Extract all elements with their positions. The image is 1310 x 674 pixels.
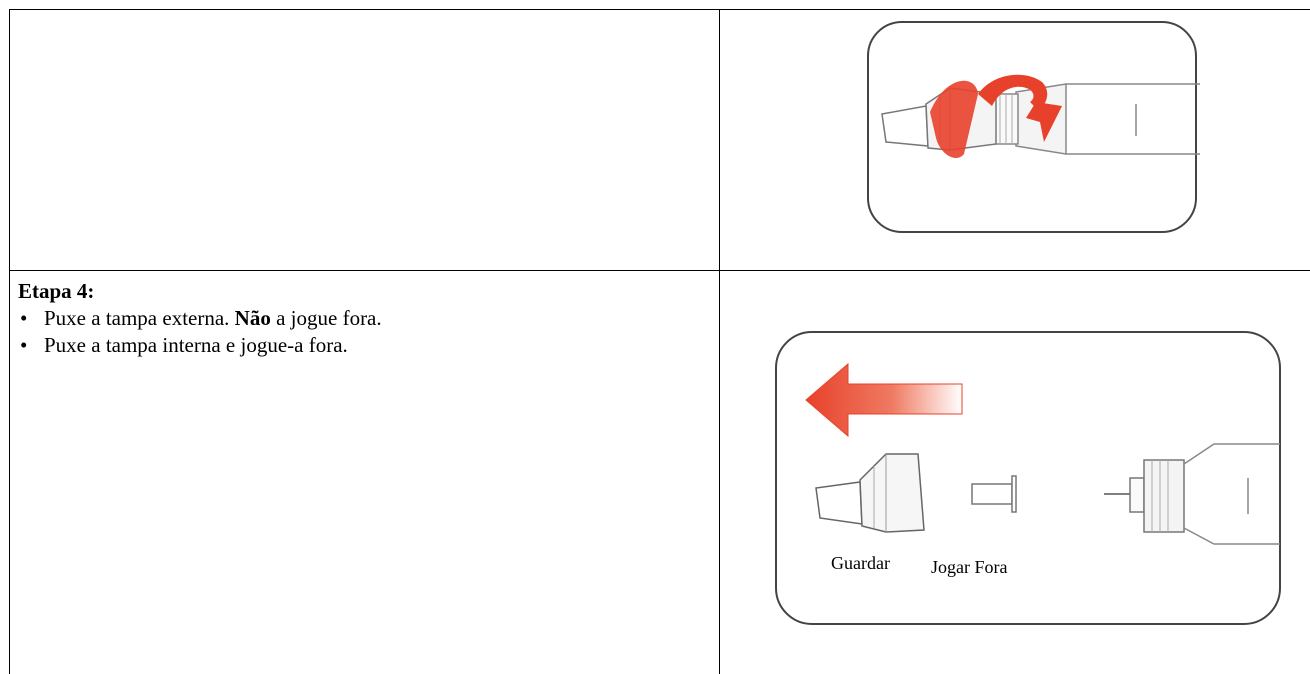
list-item: • Puxe a tampa externa. Não a jogue fora… xyxy=(18,305,708,332)
bullet-icon: • xyxy=(20,306,28,330)
bullet-icon: • xyxy=(20,333,28,357)
table-row-divider xyxy=(9,270,1310,271)
step-instructions: Etapa 4: • Puxe a tampa externa. Não a j… xyxy=(18,278,708,359)
table-column-divider xyxy=(719,9,720,674)
bullet-text: Puxe a tampa externa. xyxy=(44,306,235,330)
bullet-emphasis: Não xyxy=(234,306,271,330)
step-title: Etapa 4: xyxy=(18,279,95,303)
caption-keep: Guardar xyxy=(831,553,890,573)
list-item: • Puxe a tampa interna e jogue-a fora. xyxy=(18,332,708,359)
table-border-top xyxy=(9,9,1310,10)
pen-needle-twist-on-icon xyxy=(867,21,1200,233)
table-border-left xyxy=(9,9,10,674)
bullet-text-end: a jogue fora. xyxy=(270,306,382,330)
step-bullet-list: • Puxe a tampa externa. Não a jogue fora… xyxy=(18,305,708,359)
bullet-text: Puxe a tampa interna e jogue-a fora. xyxy=(44,333,348,357)
pen-needle-cap-removal-icon xyxy=(775,331,1281,625)
caption-discard: Jogar Fora xyxy=(931,557,1008,577)
